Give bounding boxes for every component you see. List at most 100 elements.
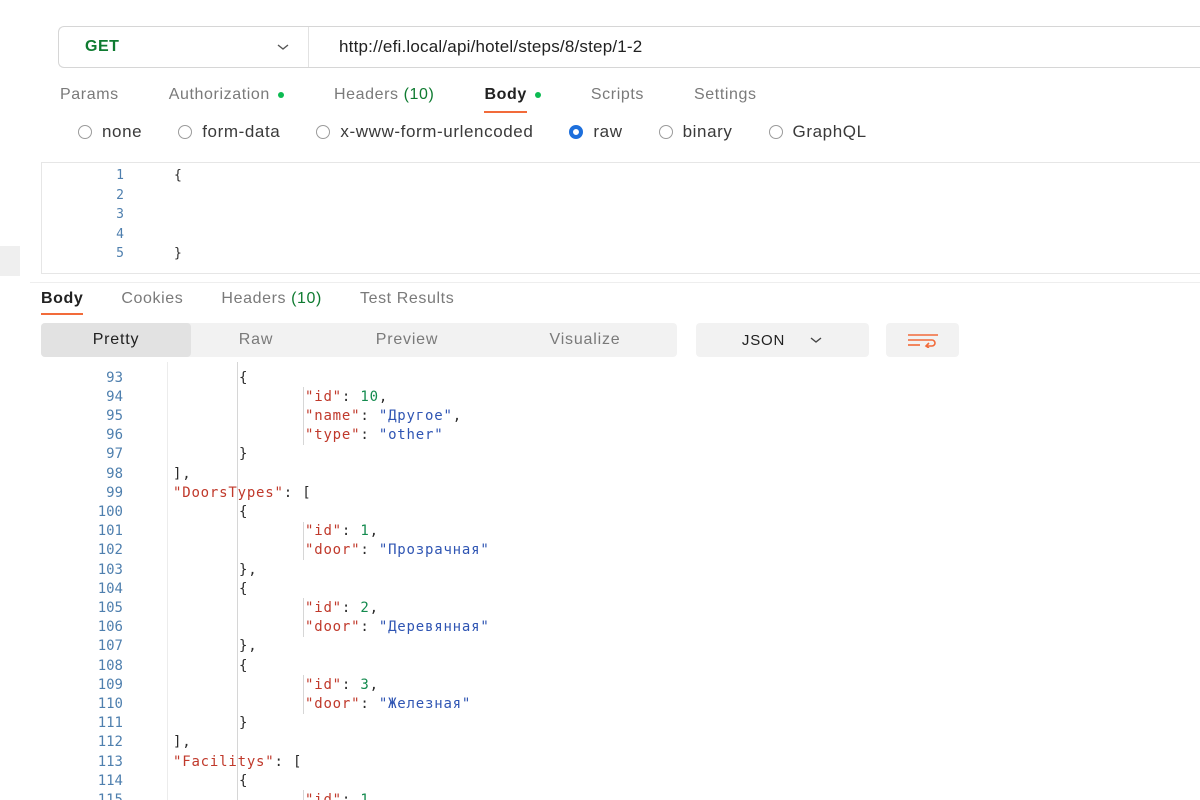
json-token: ], bbox=[173, 465, 192, 482]
indent-guide bbox=[303, 387, 304, 445]
line-number: 103 bbox=[97, 561, 123, 578]
code-line: 112], bbox=[41, 733, 1200, 752]
json-token: "door" bbox=[305, 542, 361, 559]
format-label: JSON bbox=[741, 331, 786, 349]
line-number: 93 bbox=[106, 369, 123, 386]
radio-circle-icon bbox=[78, 125, 92, 139]
code-text: { bbox=[239, 656, 248, 675]
response-tab-headers[interactable]: Headers(10) bbox=[221, 290, 322, 308]
code-line: 113"Facilitys": [ bbox=[41, 752, 1200, 771]
tab-label: Body bbox=[484, 86, 527, 103]
json-token: "id" bbox=[305, 388, 342, 405]
json-token: "door" bbox=[305, 695, 361, 712]
radio-none[interactable]: none bbox=[78, 122, 142, 142]
left-sidebar-edge bbox=[0, 0, 30, 800]
code-text: } bbox=[239, 714, 248, 733]
response-tab-test-results[interactable]: Test Results bbox=[360, 290, 454, 308]
line-number: 2 bbox=[116, 187, 124, 203]
code-line: 115"id": 1 bbox=[41, 790, 1200, 800]
radio-label: GraphQL bbox=[792, 122, 867, 141]
code-line: 107}, bbox=[41, 637, 1200, 656]
json-token: "id" bbox=[305, 791, 342, 800]
chevron-down-icon bbox=[277, 44, 289, 50]
method-label: GET bbox=[85, 38, 120, 55]
json-token: { bbox=[239, 369, 249, 386]
radio-graphql[interactable]: GraphQL bbox=[768, 122, 867, 142]
wrap-lines-button[interactable] bbox=[886, 323, 959, 357]
view-mode-group: Pretty Raw Preview Visualize bbox=[41, 323, 677, 357]
view-preview-button[interactable]: Preview bbox=[375, 331, 439, 348]
tab-label: Settings bbox=[694, 86, 757, 103]
radio-form-data[interactable]: form-data bbox=[178, 122, 280, 142]
view-visualize-button[interactable]: Visualize bbox=[549, 331, 621, 348]
view-pretty-button[interactable]: Pretty bbox=[41, 323, 191, 357]
indent-guide bbox=[303, 790, 304, 800]
radio-circle-icon bbox=[569, 125, 584, 139]
request-tabs: Params Authorization Headers(10) Body Script… bbox=[60, 82, 807, 113]
code-text: ], bbox=[173, 464, 191, 483]
json-token: : [ bbox=[283, 484, 312, 501]
json-token: { bbox=[239, 503, 249, 520]
method-dropdown[interactable]: GET bbox=[59, 27, 309, 67]
tab-params[interactable]: Params bbox=[60, 86, 119, 104]
status-dot-icon bbox=[534, 92, 541, 98]
format-dropdown[interactable]: JSON bbox=[696, 323, 869, 357]
code-text: { bbox=[239, 579, 248, 598]
tab-authorization[interactable]: Authorization bbox=[169, 86, 284, 104]
tab-settings[interactable]: Settings bbox=[694, 86, 757, 104]
json-token: 1 bbox=[360, 791, 370, 800]
tab-label: Body bbox=[41, 290, 84, 307]
code-text: "door": "Прозрачная" bbox=[305, 541, 490, 560]
json-token: "Другое" bbox=[378, 407, 453, 424]
radio-label: form-data bbox=[202, 122, 281, 141]
line-number: 1 bbox=[116, 168, 124, 183]
code-line: 94"id": 10, bbox=[41, 387, 1200, 406]
response-tab-cookies[interactable]: Cookies bbox=[121, 290, 183, 308]
json-token: : bbox=[360, 542, 379, 559]
code-text: { bbox=[239, 368, 248, 387]
line-number: 104 bbox=[97, 580, 123, 597]
json-token: , bbox=[452, 407, 462, 424]
json-token: "other" bbox=[378, 427, 444, 444]
radio-x-www-form-urlencoded[interactable]: x-www-form-urlencoded bbox=[316, 122, 533, 142]
code-line: 2 bbox=[42, 186, 174, 205]
line-number: 99 bbox=[106, 484, 123, 501]
response-body-viewer[interactable]: 93{94"id": 10,95"name": "Другое",96"type… bbox=[41, 362, 1200, 800]
json-token: : [ bbox=[274, 753, 303, 770]
response-tab-body[interactable]: Body bbox=[41, 290, 84, 315]
json-token: { bbox=[239, 657, 249, 674]
code-text: }, bbox=[239, 560, 257, 579]
radio-binary[interactable]: binary bbox=[658, 122, 733, 142]
code-text: "door": "Деревянная" bbox=[305, 618, 490, 637]
code-text: "id": 1 bbox=[305, 790, 370, 800]
json-token: 1 bbox=[360, 523, 370, 540]
tab-scripts[interactable]: Scripts bbox=[591, 86, 644, 104]
code-text: "door": "Железная" bbox=[305, 694, 471, 713]
code-line: 5} bbox=[42, 244, 182, 263]
tab-label: Scripts bbox=[590, 86, 644, 103]
code-text: "Facilitys": [ bbox=[173, 752, 302, 771]
radio-circle-icon bbox=[316, 125, 331, 139]
json-token: , bbox=[369, 676, 379, 693]
tab-body[interactable]: Body bbox=[484, 86, 541, 113]
pane-divider[interactable] bbox=[30, 282, 1200, 283]
json-token: : bbox=[341, 599, 361, 616]
code-line: 93 { bbox=[41, 368, 1200, 387]
json-token: : bbox=[341, 791, 361, 800]
line-number: 97 bbox=[106, 446, 123, 463]
radio-raw[interactable]: raw bbox=[569, 122, 622, 142]
json-token: : bbox=[360, 619, 379, 636]
url-input[interactable] bbox=[309, 26, 1200, 68]
line-number: 107 bbox=[97, 638, 123, 655]
tab-headers[interactable]: Headers(10) bbox=[334, 86, 435, 104]
radio-circle-icon bbox=[178, 125, 193, 139]
code-line: 108{ bbox=[41, 656, 1200, 675]
view-raw-button[interactable]: Raw bbox=[238, 331, 274, 348]
tab-label: Test Results bbox=[359, 290, 455, 307]
code-text: } bbox=[174, 246, 182, 261]
code-line: 114{ bbox=[41, 771, 1200, 790]
line-number-gutter bbox=[41, 362, 168, 800]
code-line: 95"name": "Другое", bbox=[41, 406, 1200, 425]
